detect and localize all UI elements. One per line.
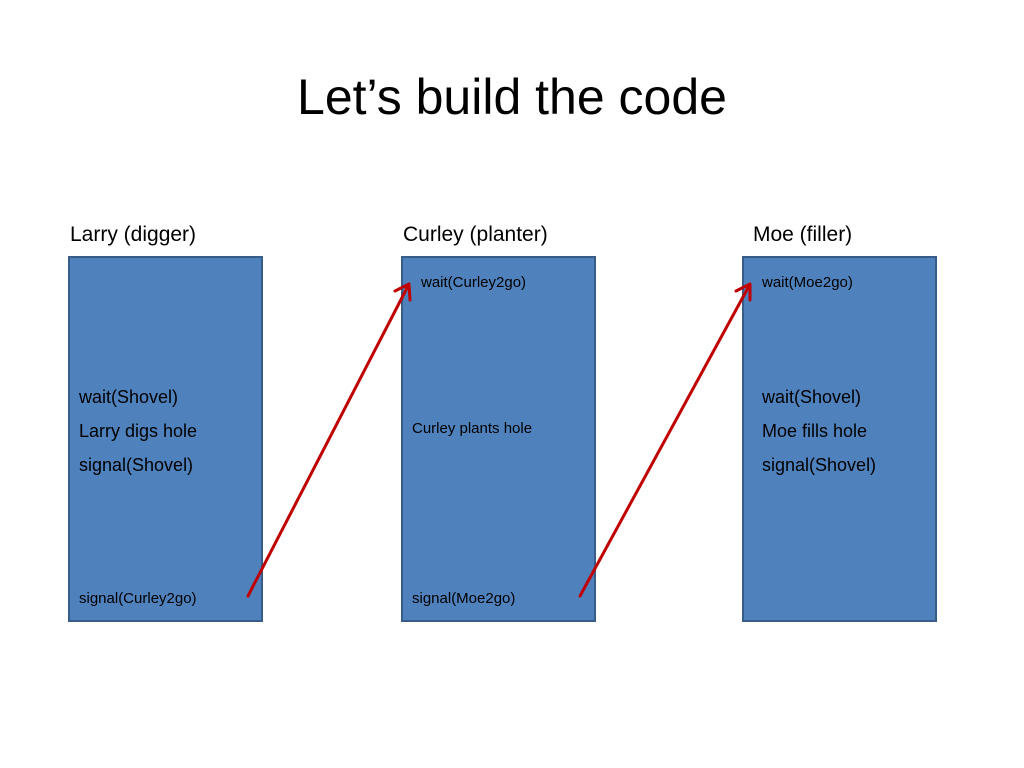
larry-digs-hole: Larry digs hole	[79, 421, 198, 441]
moe-wait-moe2go: wait(Moe2go)	[762, 274, 853, 291]
curley-wait-curley2go: wait(Curley2go)	[421, 274, 527, 291]
arrow-curley-to-moe	[578, 282, 752, 598]
moe-fills-hole: Moe fills hole	[762, 421, 868, 441]
larry-signal-shovel: signal(Shovel)	[79, 455, 194, 475]
moe-wait-shovel: wait(Shovel)	[762, 387, 862, 407]
column-label-moe: Moe (filler)	[753, 223, 853, 246]
column-label-larry: Larry (digger)	[70, 223, 197, 246]
curley-process-box: wait(Curley2go) Curley plants hole signa…	[401, 256, 596, 622]
larry-process-box: wait(Shovel) Larry digs hole signal(Shov…	[68, 256, 263, 622]
larry-signal-curley2go: signal(Curley2go)	[79, 590, 197, 607]
slide-title: Let’s build the code	[297, 69, 727, 125]
curley-signal-moe2go: signal(Moe2go)	[412, 590, 516, 607]
curley-plants-hole: Curley plants hole	[412, 420, 533, 437]
moe-process-box: wait(Moe2go) wait(Shovel) Moe fills hole…	[742, 256, 937, 622]
column-label-curley: Curley (planter)	[403, 223, 548, 246]
arrow-larry-to-curley	[246, 282, 412, 598]
larry-wait-shovel: wait(Shovel)	[79, 387, 179, 407]
moe-signal-shovel: signal(Shovel)	[762, 455, 877, 475]
